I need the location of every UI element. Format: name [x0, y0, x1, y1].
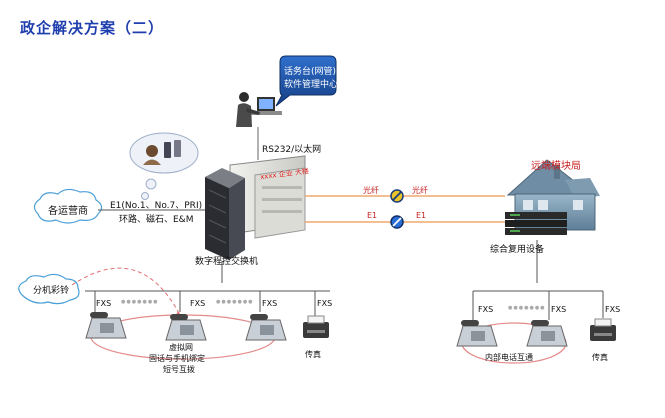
carrier-trunks: 环路、磁石、E&M: [119, 215, 194, 225]
fax-label-left: 传真: [305, 350, 321, 359]
fxs-label: FXS: [317, 299, 333, 308]
virtual-net-line1: 虚拟网: [169, 343, 193, 352]
dots-separator: ●●●●●●●: [121, 299, 159, 305]
carrier-e1-types: E1(No.1、No.7、PRI): [110, 201, 203, 211]
fxs-label: FXS: [96, 299, 112, 308]
e1-connector-icon: [390, 215, 404, 229]
fax-label-right: 传真: [592, 353, 608, 362]
dots-separator: ●●●●●●●: [216, 299, 254, 305]
mobile-users-thought-bubble: [129, 132, 199, 200]
carrier-cloud: [33, 188, 103, 224]
operator-workstation: [236, 92, 282, 127]
fxs-label: FXS: [262, 299, 278, 308]
page-title: 政企解决方案（二）: [20, 19, 165, 37]
phone-icon: [526, 320, 568, 347]
ringback-arc: [71, 267, 181, 316]
pbx-building: [205, 155, 306, 260]
internal-call-label: 内部电话互通: [485, 353, 533, 362]
ringback-cloud-label: 分机彩铃: [33, 286, 70, 296]
fax-icon: [590, 318, 616, 341]
rs232-label: RS232/以太网: [262, 145, 322, 155]
fxs-label: FXS: [190, 299, 206, 308]
remote-distribution-lines: [472, 240, 604, 320]
fxs-label: FXS: [551, 305, 567, 314]
virtual-net-line3: 短号互拨: [163, 365, 195, 374]
console-bubble-line1: 话务台(网管): [284, 67, 337, 77]
fiber-label-left: 光纤: [363, 186, 379, 195]
fax-icon: [303, 315, 329, 338]
remote-title: 远端模块局: [531, 161, 581, 172]
fiber-connector-icon: [390, 189, 404, 203]
fiber-label-right: 光纤: [412, 186, 428, 195]
fxs-label: FXS: [605, 305, 621, 314]
console-bubble-line2: 软件管理中心: [284, 80, 339, 90]
phone-icon: [85, 312, 127, 339]
fxs-label: FXS: [478, 305, 494, 314]
phone-icon: [245, 314, 287, 341]
ringback-cloud: [18, 273, 80, 305]
dots-separator: ●●●●●●●: [508, 305, 546, 311]
carrier-cloud-label: 各运营商: [48, 206, 88, 217]
pbx-label: 数字程控交换机: [195, 257, 259, 267]
remote-module-house: [505, 159, 600, 235]
virtual-net-line2: 固话与手机绑定: [149, 354, 205, 363]
mux-label: 综合复用设备: [490, 245, 545, 255]
e1-label-left: E1: [367, 211, 378, 220]
console-bubble: [275, 55, 337, 107]
phone-icon: [456, 320, 498, 347]
e1-label-right: E1: [416, 211, 427, 220]
pbx-distribution-lines: [85, 261, 330, 316]
phone-icon: [165, 314, 207, 341]
